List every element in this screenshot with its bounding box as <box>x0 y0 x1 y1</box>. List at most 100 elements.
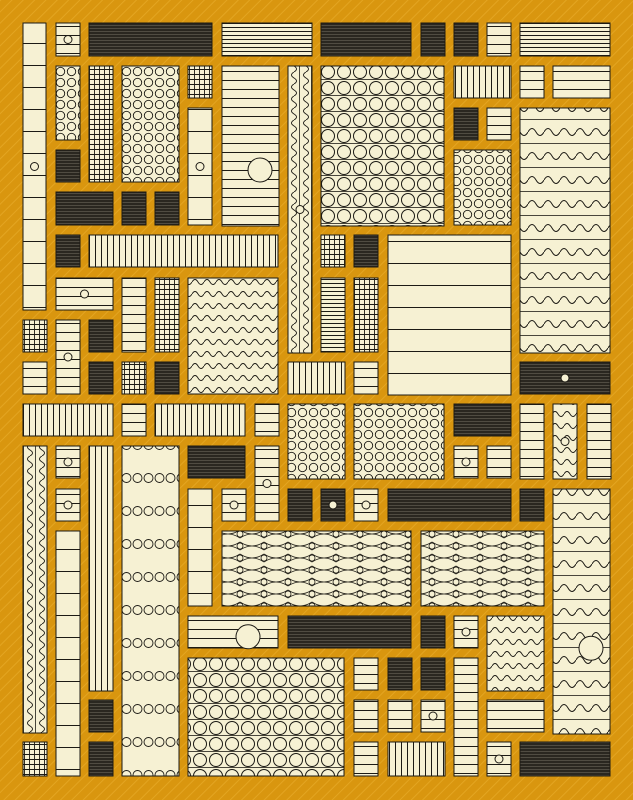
tile-hlines <box>353 699 379 733</box>
tile-sparseh <box>387 234 512 396</box>
tile-circle-accent <box>195 162 205 171</box>
tile-dark <box>420 22 446 57</box>
tile-waves <box>486 615 545 692</box>
tile-hlines <box>519 403 545 480</box>
tile-sparseh <box>187 107 213 226</box>
tile-sparseh <box>187 488 213 607</box>
tile-hdense <box>320 277 346 353</box>
tile-dark <box>121 191 147 226</box>
tile-circle-accent <box>229 500 239 510</box>
tile-dark <box>519 488 545 522</box>
tile-grid <box>22 319 48 353</box>
tile-hlines <box>55 277 114 311</box>
tile-grid <box>320 234 346 268</box>
tile-hlines <box>353 488 379 522</box>
tile-dark <box>55 234 81 268</box>
tile-dark <box>88 741 114 777</box>
tile-circle-accent <box>361 500 371 510</box>
tile-dark <box>519 741 611 777</box>
tile-bigcircles <box>320 65 445 227</box>
tile-circle-accent <box>560 437 570 446</box>
tile-dark <box>88 699 114 733</box>
tile-vlines <box>22 403 114 437</box>
tile-grid <box>187 65 213 99</box>
tile-dark <box>187 445 246 479</box>
tile-vwaves <box>22 445 48 734</box>
tile-hlines <box>121 277 147 353</box>
tile-dark <box>154 361 180 395</box>
tile-dark <box>353 234 379 268</box>
tile-dark <box>55 191 114 226</box>
tile-circles <box>55 65 81 141</box>
tile-grid <box>353 277 379 353</box>
tile-circle-accent <box>63 500 73 510</box>
tile-dark <box>88 319 114 353</box>
tile-circle-accent <box>578 635 604 661</box>
tile-hlines <box>22 361 48 395</box>
tile-hlines <box>486 445 512 479</box>
tile-hlines <box>453 657 479 777</box>
tile-dark <box>519 361 611 395</box>
tile-vlines <box>387 741 446 777</box>
tile-circle-accent <box>235 624 261 650</box>
tile-circle-accent <box>295 205 305 214</box>
tile-hlines <box>121 403 147 437</box>
tile-dark <box>154 191 180 226</box>
tile-circle-accent <box>63 457 73 467</box>
tile-vlines <box>154 403 246 437</box>
tile-circles <box>287 403 346 480</box>
tile-hlines <box>221 65 280 227</box>
tile-grid <box>154 277 180 353</box>
tile-hlines <box>187 615 279 649</box>
tile-grid <box>121 361 147 395</box>
tile-hlines <box>353 657 379 691</box>
tile-hlines <box>486 699 545 733</box>
tile-circle-accent <box>328 500 338 510</box>
tile-hlines <box>552 65 611 99</box>
tile-hlines <box>519 65 545 99</box>
tile-dark <box>287 488 313 522</box>
tile-circles <box>353 403 445 480</box>
tile-sparsecircles <box>121 445 180 777</box>
tile-hlines <box>221 488 247 522</box>
tile-hdense <box>519 22 611 57</box>
tile-circles <box>453 149 512 226</box>
tile-circle-accent <box>262 479 272 488</box>
tile-dark <box>387 657 413 691</box>
tile-dark <box>320 22 412 57</box>
tile-vlines <box>88 234 279 268</box>
tile-dark <box>88 22 213 57</box>
tile-hlines <box>420 699 446 733</box>
tile-circle-accent <box>80 289 89 299</box>
tile-hlines <box>353 361 379 395</box>
tile-circles <box>121 65 180 183</box>
tile-sparseh <box>55 530 81 777</box>
tile-hlines <box>586 403 612 480</box>
tile-dark <box>453 22 479 57</box>
tile-dark <box>420 615 446 649</box>
tile-circle-accent <box>560 373 570 383</box>
tile-vlines <box>287 361 346 395</box>
tile-bigwaves <box>519 107 611 354</box>
tile-circle-accent <box>494 754 504 764</box>
tile-waves <box>187 277 279 395</box>
tile-group <box>22 22 612 777</box>
tile-bigcircles <box>187 657 345 777</box>
tile-circle-accent <box>428 711 438 721</box>
tile-grid <box>88 65 114 183</box>
tile-hlines <box>486 22 512 57</box>
tile-grid <box>22 741 48 777</box>
tile-hlines <box>387 699 413 733</box>
tile-circle-accent <box>63 352 73 362</box>
tile-circle-accent <box>461 457 471 467</box>
tile-dark <box>287 615 412 649</box>
tile-vlines <box>453 65 512 99</box>
tile-vlines <box>88 445 114 692</box>
tile-hdense <box>221 22 313 57</box>
tile-chain <box>420 530 545 607</box>
tile-chain <box>221 530 412 607</box>
tile-waves <box>552 403 578 480</box>
tile-dark <box>453 403 512 437</box>
tile-hlines <box>353 741 379 777</box>
